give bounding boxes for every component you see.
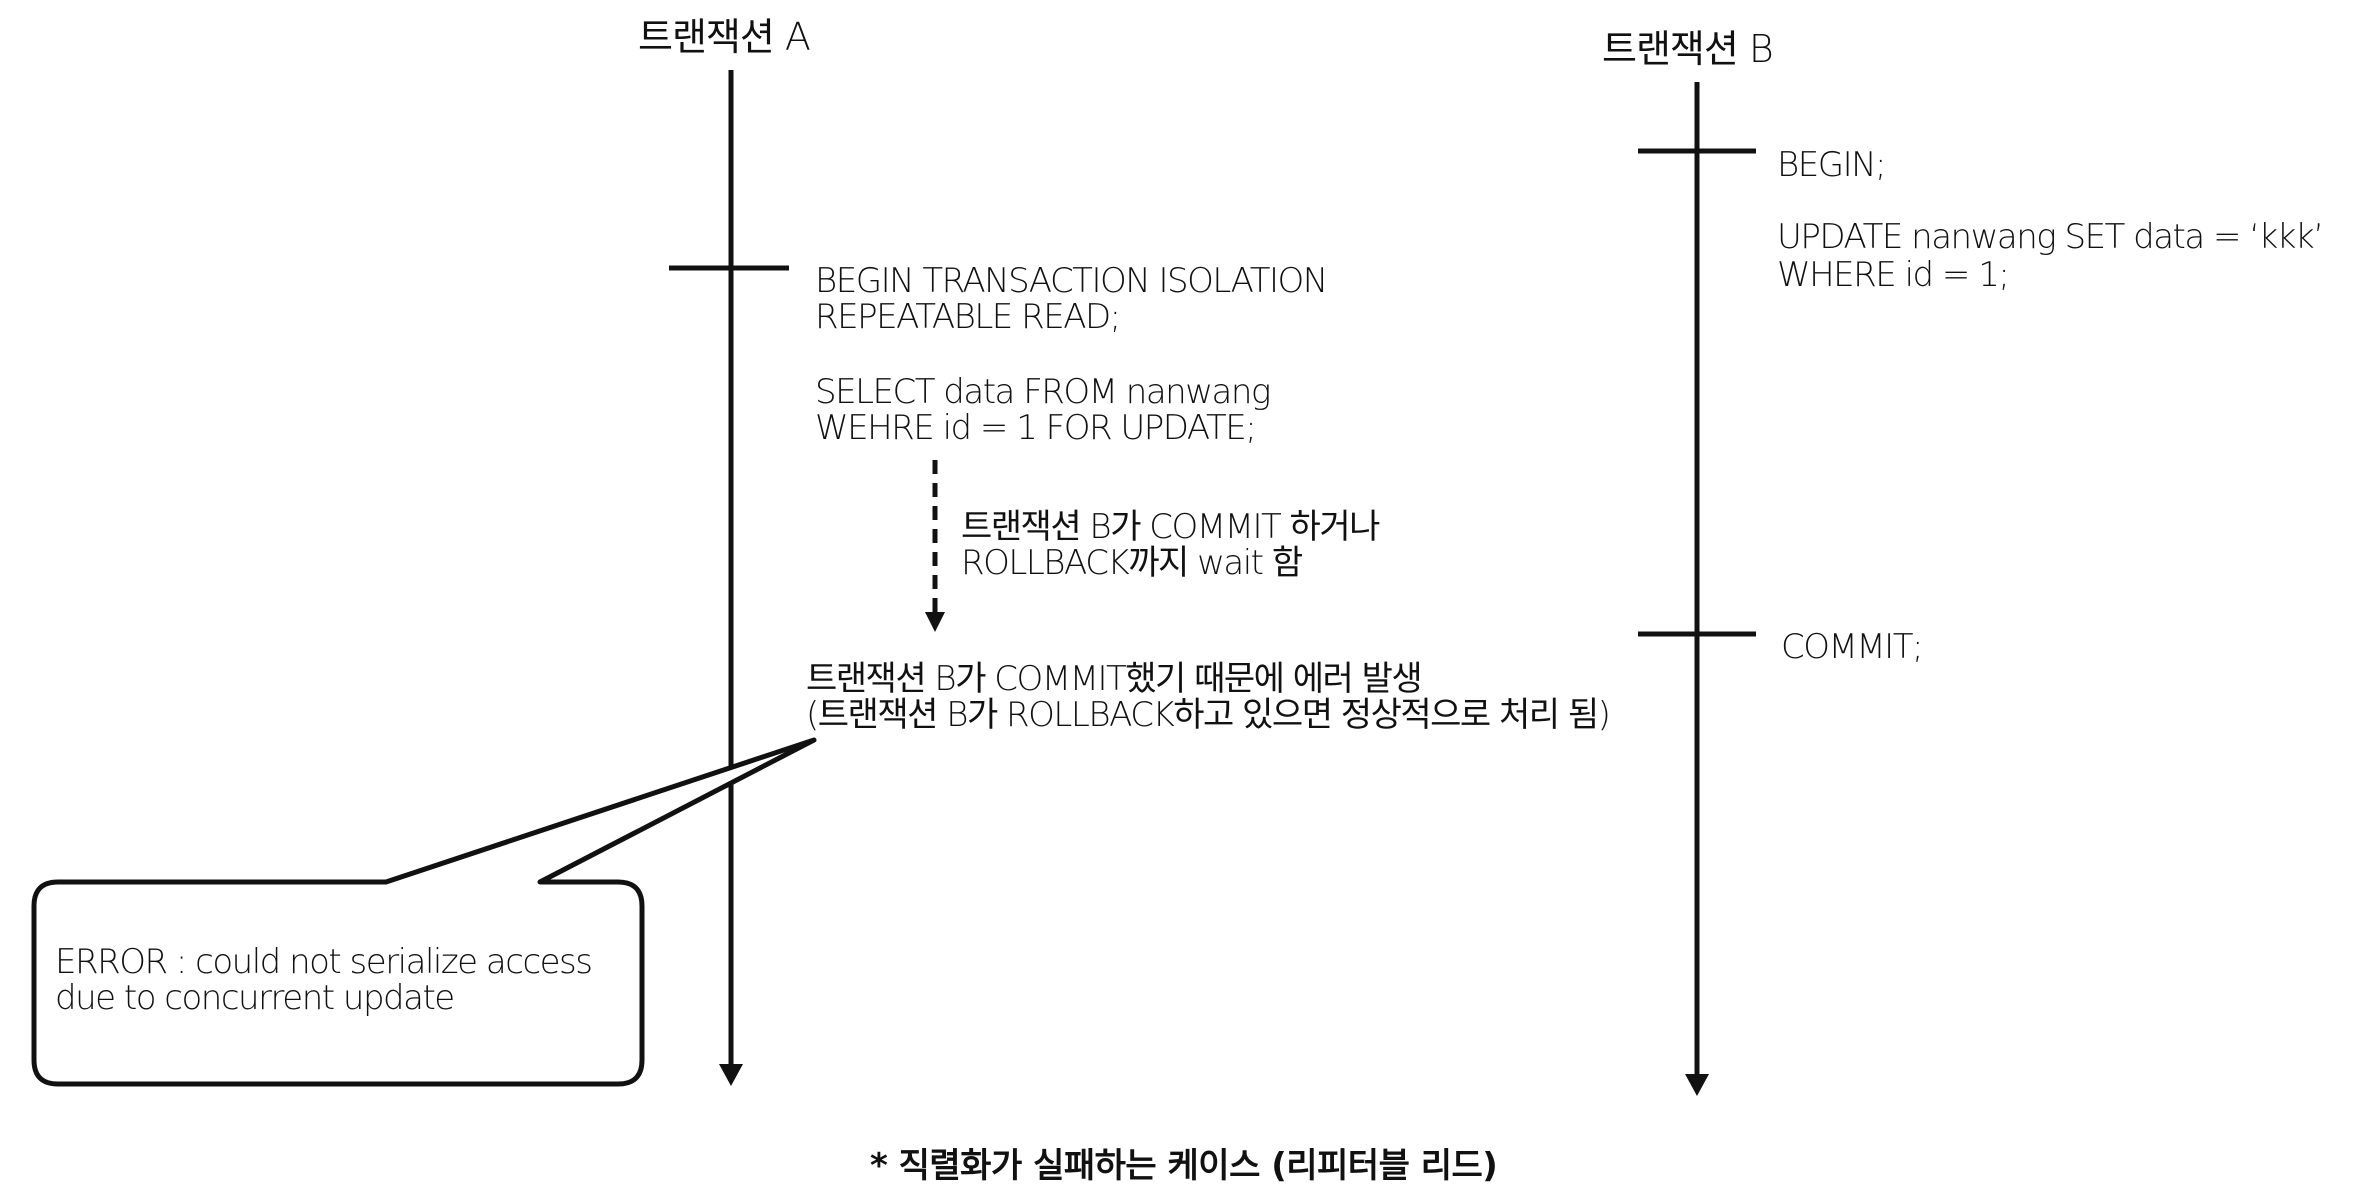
transaction-b-stmt-update-line1: UPDATE nanwang SET data = ‘kkk’ bbox=[1777, 217, 2324, 257]
timeline-a bbox=[669, 70, 789, 1086]
timeline-b-arrowhead bbox=[1685, 1074, 1709, 1096]
error-callout-shape bbox=[31, 737, 817, 1087]
transaction-b-stmt-update-line2: WHERE id = 1; bbox=[1777, 255, 2010, 295]
transaction-a-stmt-begin-line2: REPEATABLE READ; bbox=[815, 297, 1121, 337]
transaction-b-stmt-commit: COMMIT; bbox=[1781, 627, 1923, 667]
transaction-a-stmt-begin-line1: BEGIN TRANSACTION ISOLATION bbox=[815, 261, 1328, 301]
error-callout-line2: due to concurrent update bbox=[55, 978, 455, 1018]
transaction-a-title: 트랜잭션 A bbox=[638, 15, 811, 59]
result-note-line1: 트랜잭션 B가 COMMIT했기 때문에 에러 발생 bbox=[806, 659, 1423, 699]
wait-note-line1: 트랜잭션 B가 COMMIT 하거나 bbox=[961, 507, 1380, 547]
transaction-a-stmt-select-line2: WEHRE id = 1 FOR UPDATE; bbox=[815, 408, 1257, 448]
error-callout-line1: ERROR : could not serialize access bbox=[55, 942, 593, 982]
transaction-b-stmt-begin: BEGIN; bbox=[1777, 145, 1887, 185]
result-note-line2: (트랜잭션 B가 ROLLBACK하고 있으면 정상적으로 처리 됨) bbox=[806, 695, 1611, 735]
wait-arrowhead bbox=[925, 612, 945, 632]
transaction-a-stmt-select-line1: SELECT data FROM nanwang bbox=[815, 372, 1271, 412]
timeline-b bbox=[1638, 82, 1756, 1096]
diagram-caption: * 직렬화가 실패하는 케이스 (리피터블 리드) bbox=[870, 1146, 1498, 1186]
wait-arrow bbox=[925, 460, 945, 632]
wait-note-line2: ROLLBACK까지 wait 함 bbox=[961, 543, 1303, 583]
timeline-a-arrowhead bbox=[719, 1064, 743, 1086]
transaction-b-title: 트랜잭션 B bbox=[1602, 27, 1774, 71]
